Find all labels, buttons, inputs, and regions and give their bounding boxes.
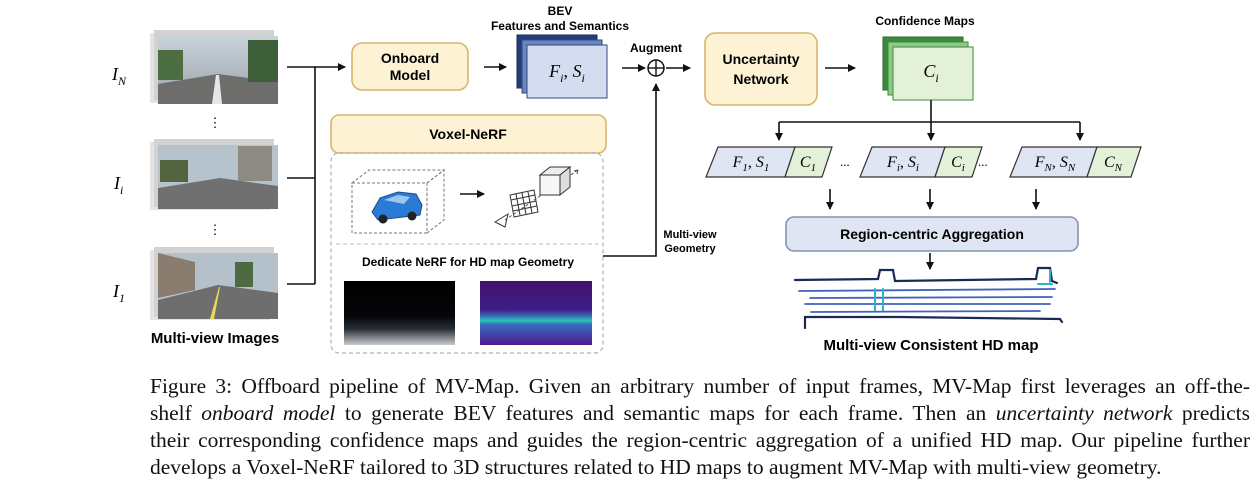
bev-math-label: Fi, Si [548, 61, 585, 85]
onboard-model-label-2: Model [390, 67, 430, 83]
uncertainty-network-box [704, 32, 818, 106]
caption-text: to generate BEV features and semantic ma… [335, 401, 996, 425]
nerf-caption-label: Dedicate NeRF for HD map Geometry [362, 255, 574, 269]
uncertainty-label-2: Network [733, 71, 788, 87]
caption-line: shelf onboard model to generate BEV feat… [150, 400, 1250, 427]
ellipsis-1: ... [840, 154, 850, 169]
voxel-nerf-label: Voxel-NeRF [429, 126, 507, 142]
multi-view-images-label: Multi-view Images [151, 330, 279, 347]
ellipsis-2: ... [978, 154, 988, 169]
input-label-bottom: I1 [112, 281, 125, 305]
caption-text: predicts [1172, 401, 1250, 425]
confidence-branch [775, 100, 1084, 141]
pair-1-fs: F1, S1 [732, 154, 770, 174]
depth-render-image [344, 281, 455, 345]
arrow-geometry-to-augment [603, 83, 660, 257]
vertical-ellipsis-upper: ⋮ [209, 115, 222, 130]
caption-text: their corresponding confidence maps and … [150, 428, 1250, 452]
bev-feature-stack [516, 34, 608, 99]
input-label-top: IN [111, 64, 127, 88]
augment-label: Augment [630, 41, 682, 55]
input-image-bottom [150, 247, 278, 320]
input-image-mid [150, 139, 278, 210]
image-connectors [287, 63, 346, 285]
pair-n-c: CN [1104, 154, 1123, 174]
caption-text: develops a Voxel-NeRF tailored to 3D str… [150, 455, 1162, 479]
nerf-detail-panel [330, 152, 604, 354]
voxel-cube-car-icon [350, 168, 446, 235]
onboard-model-box [351, 42, 469, 91]
multiview-geometry-label-2: Geometry [664, 243, 716, 255]
caption-line: their corresponding confidence maps and … [150, 427, 1250, 454]
hd-map-label: Multi-view Consistent HD map [823, 337, 1038, 354]
semantic-render-image [480, 281, 592, 345]
caption-line: develops a Voxel-NeRF tailored to 3D str… [150, 454, 1250, 481]
augment-plus-icon [647, 59, 665, 77]
pipeline-diagram: IN Ii I1 ⋮ ⋮ Multi-view Images Onboard M… [111, 4, 1142, 354]
multiview-geometry-label-1: Multi-view [663, 229, 717, 241]
pair-1-c: C1 [800, 154, 816, 174]
caption-emphasis: onboard model [201, 401, 336, 425]
caption-line: Figure 3: Offboard pipeline of MV-Map. G… [150, 373, 1250, 400]
figure-caption: Figure 3: Offboard pipeline of MV-Map. G… [150, 373, 1250, 481]
caption-emphasis: uncertainty network [995, 401, 1173, 425]
confidence-math-label: Ci [923, 61, 938, 85]
pair-arrows [826, 189, 1040, 210]
pair-group-n: FN, SN CN [1009, 146, 1142, 178]
caption-text: Figure 3: Offboard pipeline of MV-Map. G… [150, 374, 1250, 398]
vertical-ellipsis-lower: ⋮ [209, 222, 222, 237]
bev-label-2: Features and Semantics [491, 19, 629, 33]
region-aggregation-label: Region-centric Aggregation [840, 226, 1024, 242]
confidence-maps-label: Confidence Maps [875, 14, 975, 28]
pair-n-fs: FN, SN [1034, 154, 1076, 174]
pair-i-c: Ci [951, 154, 965, 174]
confidence-map-stack [882, 36, 974, 101]
caption-text: shelf [150, 401, 202, 425]
input-image-top [150, 30, 278, 104]
pair-group-1: F1, S1 C1 [705, 146, 833, 178]
hd-map-drawing [793, 266, 1064, 330]
pair-group-i: Fi, Si Ci [859, 146, 983, 178]
onboard-model-label-1: Onboard [381, 50, 439, 66]
pair-i-fs: Fi, Si [886, 154, 919, 174]
bev-label-1: BEV [548, 4, 573, 18]
ray-grid-camera-icon [493, 165, 579, 228]
region-aggregation-box [785, 216, 1079, 252]
uncertainty-label-1: Uncertainty [722, 51, 799, 67]
input-label-mid: Ii [113, 173, 123, 197]
